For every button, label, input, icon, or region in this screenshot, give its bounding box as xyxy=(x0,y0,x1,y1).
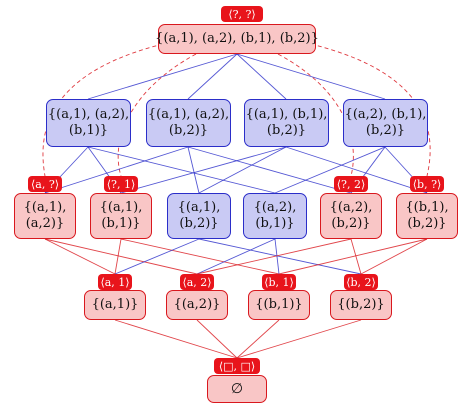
node-s3: {(b,1)} xyxy=(248,290,310,320)
edge-r4-s4 xyxy=(360,238,428,275)
node-top: {(a,1), (a,2), (b,1), (b,2)} xyxy=(155,24,319,54)
tag-top: ⟨?, ?⟩ xyxy=(221,6,263,22)
edge-s2-bottom xyxy=(196,319,238,359)
edge-b4-m2 xyxy=(274,146,386,194)
edge-b3-r2 xyxy=(120,146,287,194)
node-r4: {(b,1), (b,2)} xyxy=(396,193,458,239)
tag-r2: ⟨?, 1⟩ xyxy=(104,176,138,192)
node-blue-1: {(a,1), (a,2), (b,1)} xyxy=(46,99,131,147)
edge-dashed-top-r1 xyxy=(42,43,164,177)
edge-m1-s1 xyxy=(114,238,200,275)
edge-r2-s1 xyxy=(114,238,122,275)
node-blue-4: {(a,2), (b,1), (b,2)} xyxy=(343,99,428,147)
edge-top-blue-4 xyxy=(236,53,386,100)
edge-top-blue-1 xyxy=(87,53,238,100)
edge-s4-bottom xyxy=(236,319,362,359)
tag-s2: ⟨a, 2⟩ xyxy=(180,274,214,290)
tag-bottom: ⟨□, □⟩ xyxy=(214,358,260,374)
edge-r2-s3 xyxy=(120,238,280,275)
edge-top-blue-2 xyxy=(187,53,238,100)
node-r3: {(a,2), (b,2)} xyxy=(320,193,382,239)
edge-b3-m1 xyxy=(198,146,287,194)
tag-r3: ⟨?, 2⟩ xyxy=(334,176,368,192)
node-s4: {(b,2)} xyxy=(330,290,392,320)
edge-dashed-top-r4 xyxy=(310,43,431,177)
node-s1: {(a,1)} xyxy=(84,290,146,320)
edge-b1-m2 xyxy=(87,146,276,194)
node-r2: {(a,1), (b,1)} xyxy=(90,193,152,239)
node-bottom: ∅ xyxy=(207,375,267,403)
edge-m2-s2 xyxy=(196,238,276,275)
tag-r4: ⟨b, ?⟩ xyxy=(410,176,444,192)
tag-r1: ⟨a, ?⟩ xyxy=(28,176,62,192)
edge-b2-r1 xyxy=(44,146,189,194)
edge-r1-s2 xyxy=(44,238,198,275)
node-r1: {(a,1), (a,2)} xyxy=(14,193,76,239)
node-m1: {(a,1), (b,2)} xyxy=(167,193,231,239)
edge-m2-s3 xyxy=(274,238,280,275)
edge-b2-m1 xyxy=(187,146,200,194)
node-blue-2: {(a,1), (a,2), (b,2)} xyxy=(146,99,231,147)
tag-s4: ⟨b, 2⟩ xyxy=(344,274,378,290)
edge-b3-r4 xyxy=(285,146,428,194)
edge-b2-r3 xyxy=(187,146,352,194)
edge-r1-s1 xyxy=(44,238,116,275)
edge-s3-bottom xyxy=(236,319,280,359)
tag-s1: ⟨a, 1⟩ xyxy=(98,274,132,290)
edge-dashed-top-r3 xyxy=(277,53,354,177)
edge-r4-s3 xyxy=(278,238,428,275)
edge-r3-s4 xyxy=(350,238,362,275)
node-m2: {(a,2), (b,1)} xyxy=(243,193,307,239)
edge-r3-s2 xyxy=(196,238,352,275)
node-s2: {(a,2)} xyxy=(166,290,228,320)
edge-top-blue-3 xyxy=(236,53,287,100)
node-blue-3: {(a,1), (b,1), (b,2)} xyxy=(244,99,329,147)
edge-m1-s4 xyxy=(198,238,362,275)
tag-s3: ⟨b, 1⟩ xyxy=(262,274,296,290)
edge-s1-bottom xyxy=(114,319,238,359)
